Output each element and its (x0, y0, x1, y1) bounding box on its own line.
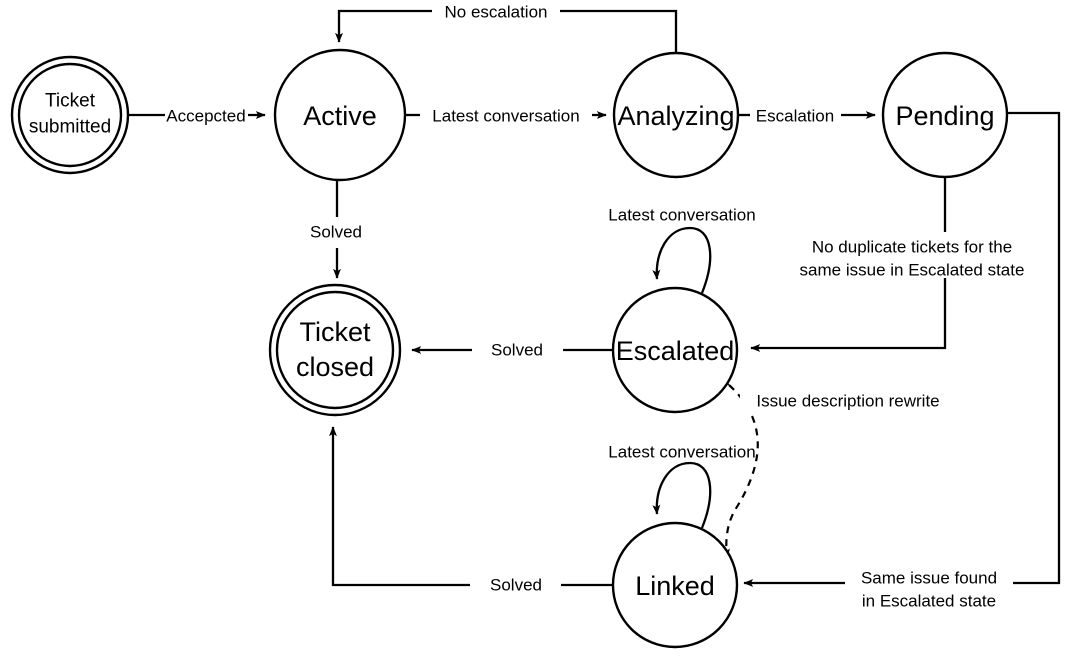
edge-escalated-self-loop: Latest conversation (608, 206, 756, 294)
edge-label-same-issue-line1: Same issue found (861, 569, 997, 588)
node-ticket-submitted-inner-circle (17, 62, 123, 168)
node-pending-circle (881, 51, 1009, 179)
edge-label-latest-conversation-linked: Latest conversation (608, 443, 755, 462)
edge-label-no-escalation: No escalation (444, 3, 547, 22)
node-escalated-label: Escalated (616, 336, 735, 366)
edge-linked-to-closed: Solved (329, 426, 613, 595)
node-ticket-closed-inner-circle (275, 290, 395, 410)
node-active-label: Active (303, 101, 377, 131)
node-pending[interactable]: Pending (881, 51, 1009, 179)
node-linked-label: Linked (635, 571, 715, 601)
edge-label-same-issue-line2: in Escalated state (862, 592, 996, 611)
edge-label-latest-conversation-top: Latest conversation (432, 107, 579, 126)
edge-label-no-duplicate-line1: No duplicate tickets for the (812, 238, 1012, 257)
edge-label-escalation: Escalation (756, 107, 834, 126)
edge-active-to-analyzing: Latest conversation (405, 107, 607, 126)
node-ticket-submitted-label-line2: submitted (29, 117, 111, 138)
edge-label-solved-escalated: Solved (491, 341, 543, 360)
edge-escalated-to-closed: Solved (411, 341, 613, 360)
edge-label-solved-linked: Solved (490, 576, 542, 595)
node-escalated[interactable]: Escalated (611, 286, 739, 414)
edge-pending-to-escalated: No duplicate tickets for the same issue … (750, 177, 1025, 352)
edge-analyzing-to-pending: Escalation (738, 107, 876, 126)
node-ticket-closed-label-line1: Ticket (299, 317, 371, 347)
node-ticket-submitted-label-line1: Ticket (45, 91, 96, 112)
node-escalated-circle (611, 286, 739, 414)
node-pending-label: Pending (895, 101, 994, 131)
node-analyzing[interactable]: Analyzing (612, 51, 740, 179)
edge-issue-description-rewrite: Issue description rewrite (719, 375, 952, 559)
node-ticket-closed-outer-circle (268, 283, 402, 417)
edge-arrow-linked-self (652, 461, 712, 529)
node-linked-circle (611, 521, 739, 649)
node-ticket-submitted-outer-circle (10, 55, 130, 175)
edge-arrow-solved-linked (329, 426, 470, 587)
edge-arrow-pending-escalated (750, 278, 947, 352)
edge-pending-to-linked: Same issue found in Escalated state (743, 111, 1061, 611)
edge-label-backdrop-rewrite (740, 390, 952, 412)
edge-line-no-escalation-right (560, 9, 678, 53)
edge-active-to-closed: Solved (310, 180, 362, 279)
edge-label-issue-description-rewrite: Issue description rewrite (756, 392, 939, 411)
node-ticket-closed-label-line2: closed (296, 352, 374, 382)
edge-label-latest-conversation-escalated: Latest conversation (608, 206, 755, 225)
node-ticket-submitted[interactable]: Ticket submitted (10, 55, 130, 175)
node-active-circle (273, 48, 407, 182)
edge-analyzing-to-active: No escalation (335, 3, 678, 53)
edge-label-accepcted: Accepcted (166, 107, 245, 126)
node-analyzing-label: Analyzing (617, 101, 734, 131)
edge-arrow-no-escalation (335, 9, 432, 43)
node-linked[interactable]: Linked (611, 521, 739, 649)
node-ticket-closed[interactable]: Ticket closed (268, 283, 402, 417)
edge-label-solved-active: Solved (310, 223, 362, 242)
node-analyzing-circle (612, 51, 740, 179)
edge-label-no-duplicate-line2: same issue in Escalated state (800, 261, 1025, 280)
edge-arrow-escalated-self (652, 226, 712, 294)
edge-linked-self-loop: Latest conversation (608, 443, 756, 529)
node-active[interactable]: Active (273, 48, 407, 182)
edge-line-pending-linked-a (1007, 111, 1061, 585)
edge-submitted-to-active: Accepcted (128, 107, 266, 126)
